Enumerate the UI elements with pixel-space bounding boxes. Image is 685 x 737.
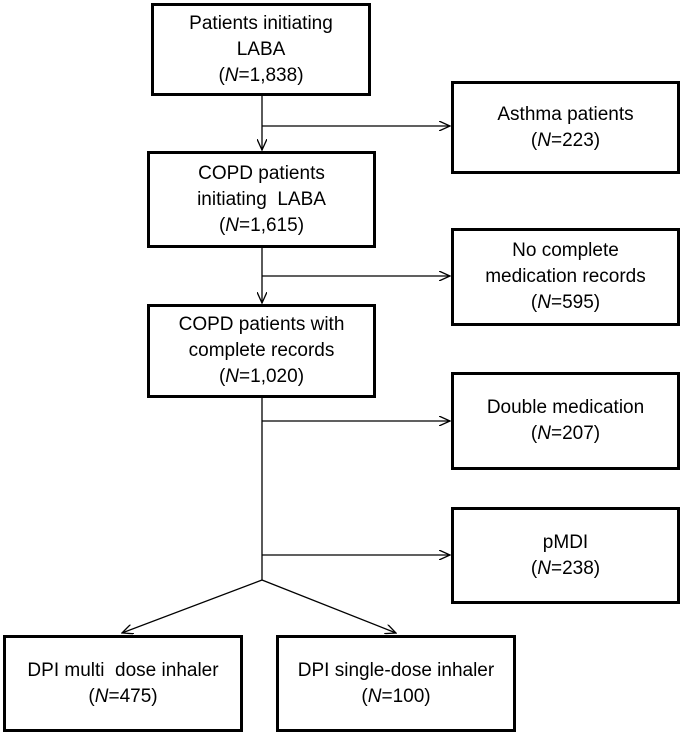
label: COPD patients [198,162,325,184]
box-copd-complete-records: COPD patients with complete records (N=1… [147,304,376,398]
n-label: N [537,423,551,444]
box-no-complete-medication-records: No complete medication records (N=595) [451,228,680,326]
n-label: N [537,292,551,313]
n-label: N [94,685,109,707]
n-label: N [367,685,382,707]
n-value: =1,020 [239,366,298,387]
n-value: =223 [550,129,594,151]
box-patients-initiating-laba: Patients initiating LABA (N=1,838) [151,3,371,96]
n-label: N [224,64,239,86]
label: complete records [188,340,335,361]
label: No complete [512,240,619,261]
n-label: N [537,557,551,579]
label: pMDI [542,531,589,553]
arrow-to-dpi-single [261,579,396,633]
n-value: =100 [381,685,425,707]
box-double-medication: Double medication (N=207) [451,372,680,470]
label: Double medication [486,397,645,418]
n-label: N [537,129,551,151]
box-pmdi: pMDI (N=238) [451,507,680,604]
n-value: =595 [550,292,594,313]
n-value: =207 [550,423,594,444]
arrow-to-dpi-multi [122,579,263,633]
label: Asthma patients [497,103,634,125]
label: initiating LABA [197,188,326,210]
n-value: =475 [108,685,152,707]
label: DPI single-dose inhaler [297,659,495,681]
n-value: =238 [550,557,594,579]
box-dpi-single-dose-inhaler: DPI single-dose inhaler (N=100) [276,635,516,732]
box-dpi-multi-dose-inhaler: DPI multi dose inhaler (N=475) [3,635,243,732]
box-asthma-patients: Asthma patients (N=223) [451,81,680,174]
label: medication records [485,266,646,287]
n-value: =1,615 [239,214,298,236]
label: Patients initiating [189,12,333,34]
label: COPD patients with [178,314,345,335]
n-label: N [225,366,240,387]
n-value: =1,838 [238,64,298,86]
label: LABA [236,38,286,60]
box-copd-initiating-laba: COPD patients initiating LABA (N=1,615) [147,151,376,248]
n-label: N [225,214,240,236]
label: DPI multi dose inhaler [27,659,219,681]
